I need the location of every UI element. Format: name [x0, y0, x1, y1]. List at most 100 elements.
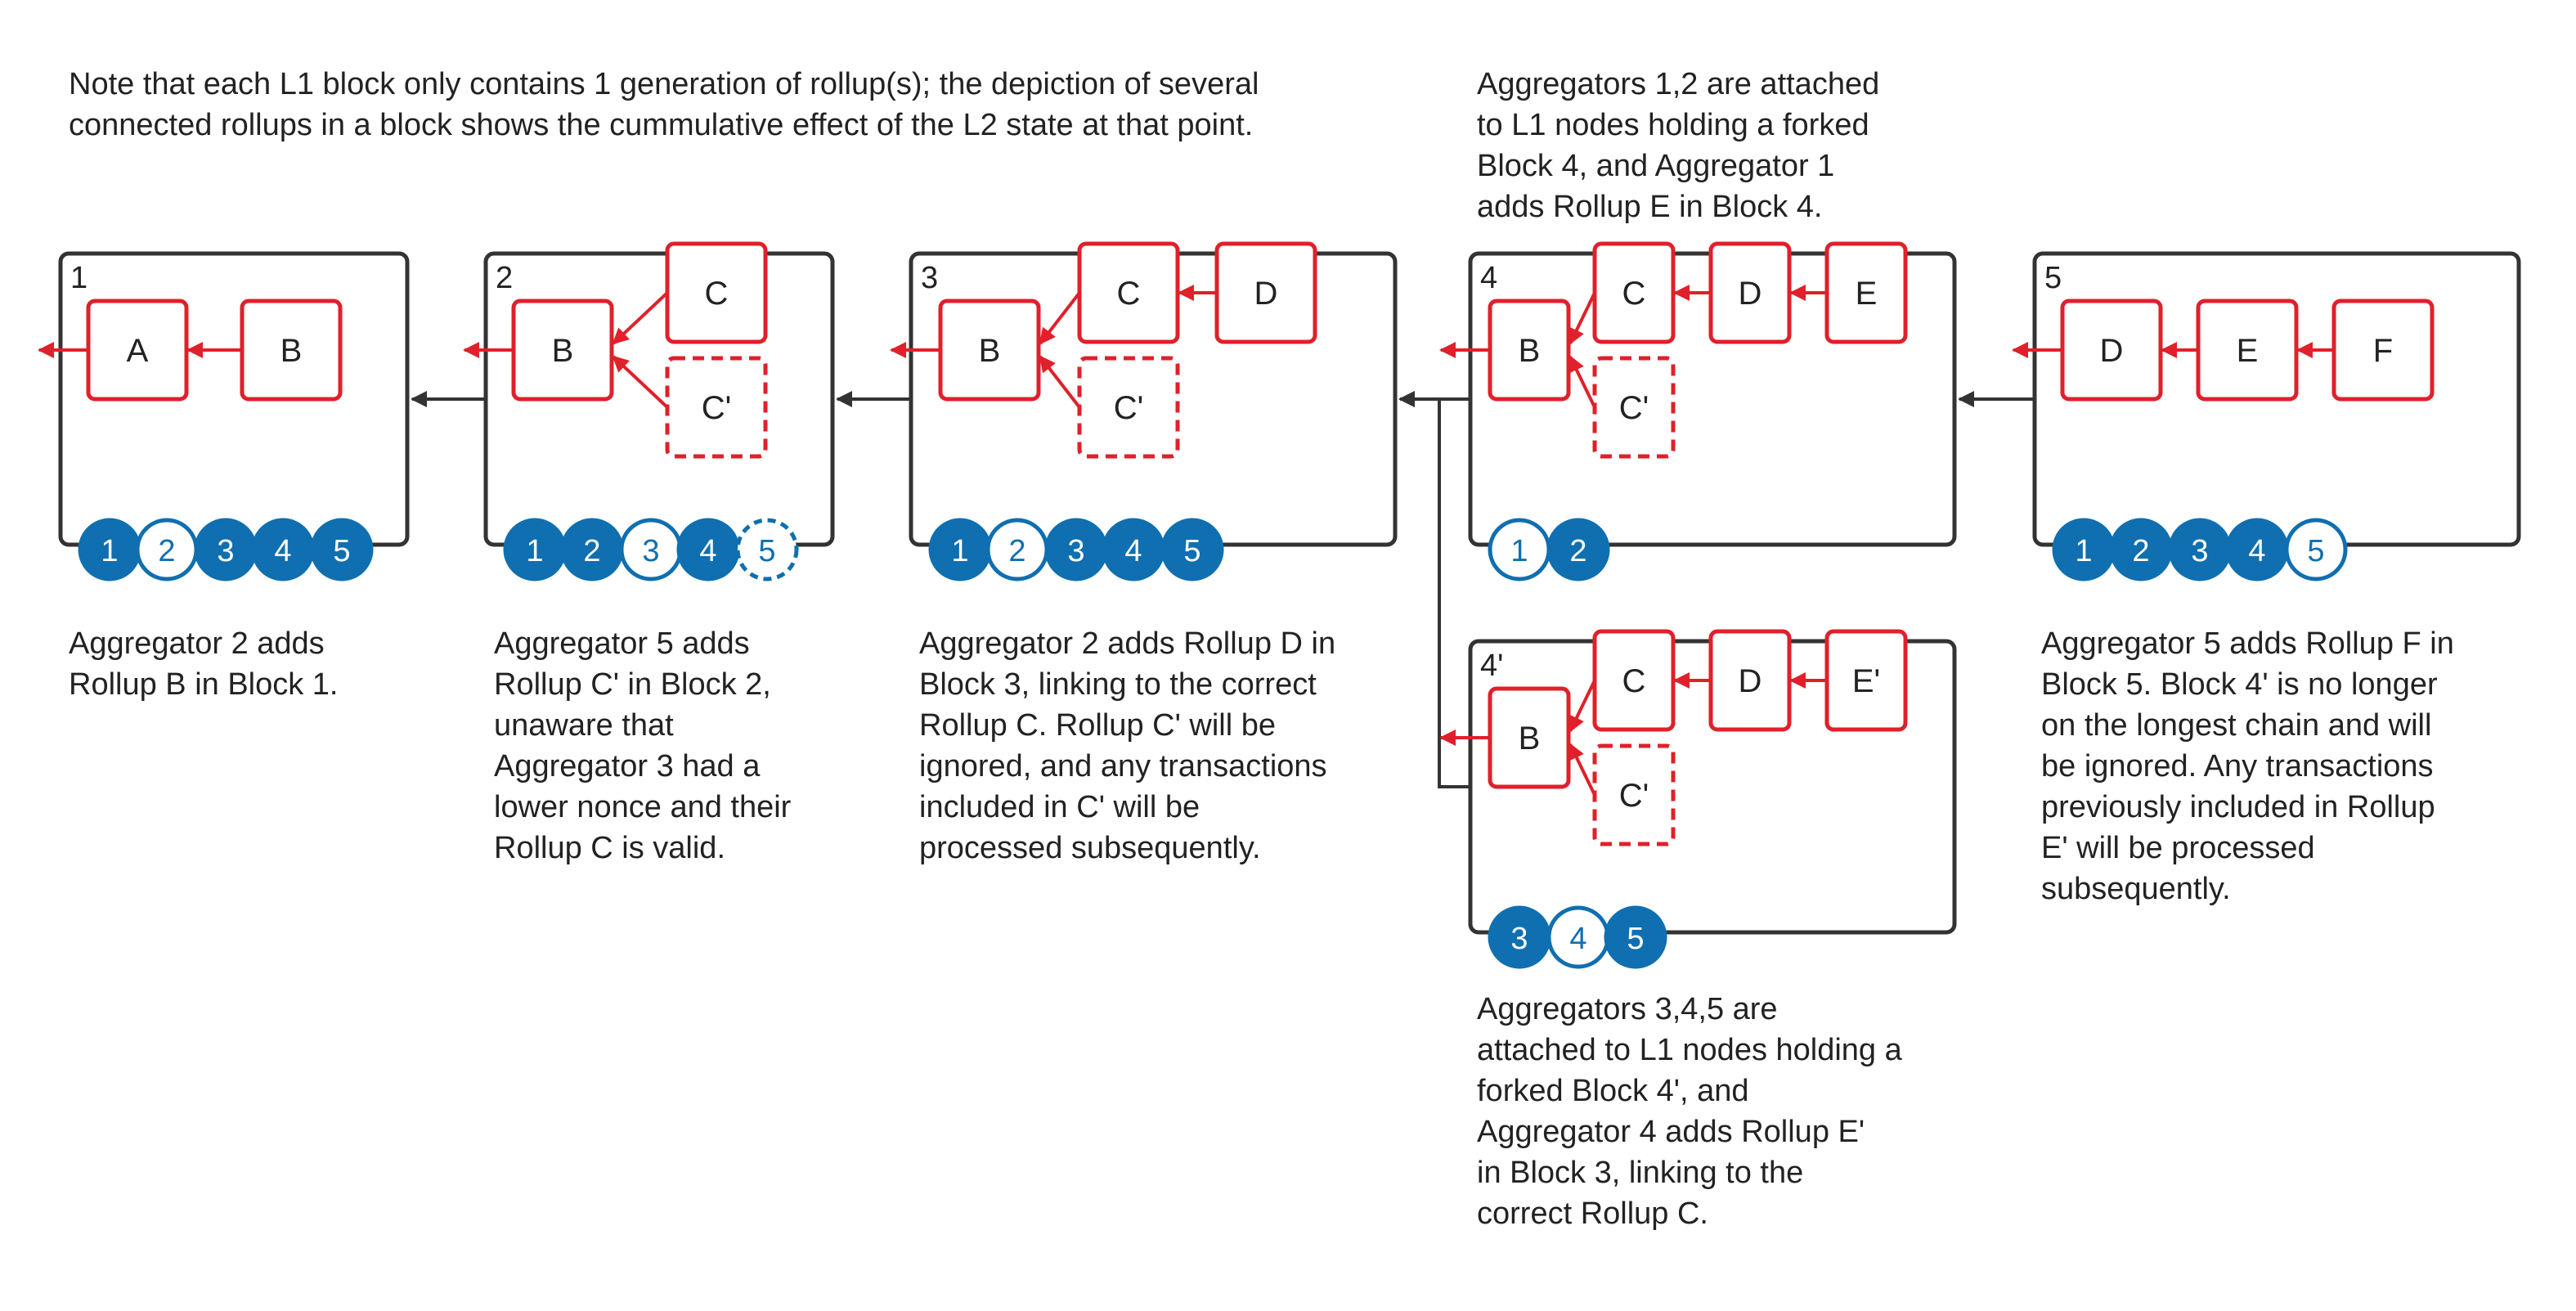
block-5-aggregator-2-label: 2 — [2132, 534, 2149, 568]
block-2-aggregator-2-label: 2 — [583, 534, 600, 568]
block-3-link-c-to-b — [1039, 291, 1081, 345]
diagram-note: Note that each L1 block only contains 1 … — [69, 67, 1259, 142]
block-3-rollup-c-prime — [1077, 356, 1180, 459]
block-4-rollup-d — [1708, 241, 1792, 344]
block-5-rollup-f-label: F — [2373, 333, 2393, 369]
block-3-aggregator-2-label: 2 — [1008, 534, 1025, 568]
block-1-aggregator-5-label: 5 — [333, 534, 350, 568]
block-3-rollup-c-prime-label: C' — [1114, 390, 1144, 426]
block-2-rollup-c-label: C — [705, 276, 729, 312]
block-4-prime-rollup-b — [1488, 686, 1571, 789]
block-4: 4B C D E C' 1 2 — [1439, 241, 1957, 581]
block-2-caption: Aggregator 5 adds Rollup C' in Block 2, … — [494, 626, 792, 865]
block-2-rollup-c — [665, 241, 768, 344]
block-3-rollup-d — [1214, 241, 1317, 344]
block-4-rollup-b-label: B — [1519, 333, 1541, 369]
block-2-aggregator-5-label: 5 — [758, 534, 775, 568]
block-4-prime-rollup-c — [1592, 629, 1676, 732]
block-2-number: 2 — [496, 261, 513, 295]
block-3-aggregator-4-label: 4 — [1124, 534, 1142, 568]
block-1-rollup-a-label: A — [127, 333, 149, 369]
block-5-aggregator-5-label: 5 — [2307, 534, 2324, 568]
block-5-aggregator-1-label: 1 — [2075, 534, 2092, 568]
block-1-caption: Aggregator 2 adds Rollup B in Block 1. — [69, 626, 339, 702]
block-4-rollup-c-prime — [1592, 356, 1676, 459]
block-4-prime-rollup-d — [1708, 629, 1792, 732]
block-4-rollup-c-label: C — [1622, 276, 1646, 312]
block-3-link-c-prime-to-b — [1039, 355, 1081, 409]
block-4-rollup-c-prime-label: C' — [1619, 390, 1649, 426]
block-4-prime-rollup-e-prime — [1824, 629, 1908, 732]
block-4-prime-rollup-c-prime — [1592, 743, 1676, 846]
block-1-rollup-a — [86, 299, 189, 402]
block-2-rollup-c-prime-label: C' — [702, 390, 732, 426]
block-1-aggregator-5 — [310, 518, 374, 581]
block-4-aggregator-2-label: 2 — [1569, 534, 1586, 568]
block-4-prime-rollup-e-prime-label: E' — [1852, 663, 1880, 699]
block-1-number: 1 — [70, 261, 88, 295]
block-3-rollup-b — [938, 299, 1041, 402]
block-1-aggregator-4-label: 4 — [274, 534, 291, 568]
block-2-rollup-b-label: B — [552, 333, 574, 369]
block-4-rollup-c — [1592, 241, 1676, 344]
block-5-rollup-e-label: E — [2237, 333, 2259, 369]
block-1-aggregator-1-label: 1 — [101, 534, 118, 568]
block-3-aggregator-3-label: 3 — [1067, 534, 1084, 568]
block-4-rollup-b — [1488, 299, 1571, 402]
block-2-aggregator-3-label: 3 — [642, 534, 659, 568]
block-4-prime-rollup-c-label: C — [1622, 663, 1646, 699]
block-4-prime-caption: Aggregators 3,4,5 are attached to L1 nod… — [1477, 992, 1902, 1231]
block-3-aggregator-1-label: 1 — [951, 534, 968, 568]
block-5-number: 5 — [2044, 261, 2062, 295]
block-2-aggregator-5 — [735, 518, 799, 581]
block-5-caption: Aggregator 5 adds Rollup F in Block 5. B… — [2041, 626, 2454, 906]
block-3-number: 3 — [921, 261, 938, 295]
block-5-rollup-d — [2060, 299, 2163, 402]
block-5-rollup-e — [2196, 299, 2299, 402]
block-1-rollup-b-label: B — [280, 333, 303, 369]
block-1-aggregator-3-label: 3 — [217, 534, 234, 568]
block-4-aggregators-caption: Aggregators 1,2 are attached to L1 nodes… — [1477, 67, 1880, 224]
block-4-prime-number: 4' — [1480, 649, 1503, 683]
block-3-rollup-b-label: B — [979, 333, 1001, 369]
block-4-link-c-prime-to-b — [1568, 355, 1596, 408]
block-2-rollup-b — [511, 299, 614, 402]
block-4-prime-rollup-d-label: D — [1739, 663, 1762, 699]
block-5-rollup-d-label: D — [2100, 333, 2124, 369]
block-4-prime-rollup-b-label: B — [1519, 721, 1541, 757]
block-2-link-c-prime-to-b — [612, 355, 669, 409]
block-4-link-c-to-b — [1568, 292, 1596, 345]
block-4-prime-aggregator-5 — [1604, 905, 1667, 969]
chain-arrow-4prime-to-3 — [1398, 391, 1470, 788]
block-5-rollup-f — [2331, 299, 2435, 402]
block-3-aggregator-5 — [1160, 518, 1224, 581]
block-4-prime-link-c-prime-to-b — [1568, 743, 1596, 796]
block-4-prime-rollup-c-prime-label: C' — [1619, 778, 1649, 814]
block-4-rollup-d-label: D — [1739, 276, 1762, 312]
block-5-aggregator-5 — [2284, 518, 2348, 581]
block-4-rollup-e-label: E — [1856, 276, 1878, 312]
block-4-aggregator-1-label: 1 — [1510, 534, 1528, 568]
block-3-rollup-c — [1077, 241, 1180, 344]
chain-arrows — [411, 391, 2035, 788]
block-3-rollup-d-label: D — [1254, 276, 1278, 312]
block-1-rollup-b — [240, 299, 343, 402]
block-4-aggregator-2 — [1546, 518, 1610, 581]
block-2-link-c-to-b — [612, 291, 669, 345]
block-3-caption: Aggregator 2 adds Rollup D in Block 3, l… — [919, 626, 1336, 865]
block-3-rollup-c-label: C — [1117, 276, 1141, 312]
block-2-rollup-c-prime — [665, 356, 768, 459]
block-4-prime-aggregator-5-label: 5 — [1627, 922, 1644, 956]
block-4-prime-aggregator-3-label: 3 — [1510, 922, 1528, 956]
block-4-number: 4 — [1480, 261, 1497, 295]
block-3-aggregator-5-label: 5 — [1183, 534, 1200, 568]
block-2-aggregator-1-label: 1 — [526, 534, 543, 568]
block-4-prime-link-c-to-b — [1568, 680, 1596, 733]
